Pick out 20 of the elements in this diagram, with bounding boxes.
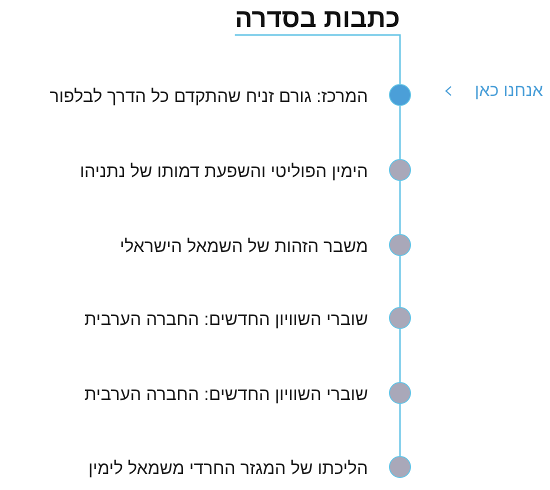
- timeline-dot: [389, 84, 411, 106]
- timeline-line: [399, 181, 401, 234]
- timeline-dot: [389, 456, 411, 478]
- series-heading: כתבות בסדרה: [234, 3, 400, 34]
- timeline-line: [399, 329, 401, 382]
- you-are-here-label: אנחנו כאן: [474, 80, 543, 102]
- timeline-dot: [389, 159, 411, 181]
- timeline-line: [234, 34, 401, 84]
- article-title: הליכתו של המגזר החרדי משמאל לימין: [88, 457, 368, 480]
- article-title: הימין הפוליטי והשפעת דמותו של נתניהו: [80, 160, 368, 183]
- timeline-line: [399, 404, 401, 456]
- article-title: המרכז: גורם זניח שהתקדם כל הדרך לבלפור: [50, 85, 368, 108]
- timeline-dot: [389, 234, 411, 256]
- article-title: משבר הזהות של השמאל הישראלי: [120, 235, 368, 258]
- timeline-line: [399, 106, 401, 159]
- article-title: שוברי השוויון החדשים: החברה הערבית: [84, 308, 368, 331]
- article-title: שוברי השוויון החדשים: החברה הערבית: [84, 383, 368, 406]
- timeline-line: [399, 256, 401, 307]
- timeline-dot: [389, 382, 411, 404]
- timeline-dot: [389, 307, 411, 329]
